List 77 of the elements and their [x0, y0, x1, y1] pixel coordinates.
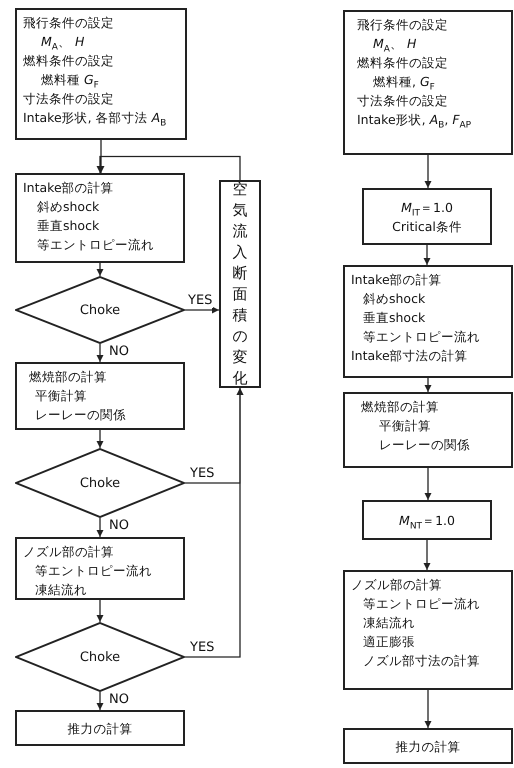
step-text: ノズル部の計算 — [351, 576, 443, 594]
process-box — [15, 8, 187, 140]
step-text: 推力の計算 — [66, 720, 134, 738]
process-box — [15, 537, 185, 600]
process-box — [15, 362, 185, 430]
step-text: 凍結流れ — [34, 581, 88, 599]
arrow — [424, 468, 432, 500]
step-text: 斜めshock — [362, 290, 426, 308]
arrow — [96, 600, 104, 622]
arrow — [96, 430, 104, 448]
step-text: M$_{NT}$＝1.0 — [398, 512, 456, 530]
arrow — [424, 690, 432, 728]
process-box — [343, 10, 513, 155]
step-text: 平衡計算 — [34, 387, 88, 405]
step-text: 寸法条件の設定 — [356, 92, 449, 110]
arrow — [96, 344, 104, 362]
arrow — [96, 263, 104, 276]
step-text: Intake部寸法の計算 — [351, 347, 469, 365]
arrow — [424, 540, 430, 570]
decision-diamond — [15, 276, 185, 344]
step-text: 推力の計算 — [394, 738, 462, 756]
arrow — [185, 306, 219, 314]
process-box — [15, 710, 185, 746]
step-text: 飛行条件の設定 — [356, 16, 449, 34]
process-box — [362, 188, 492, 245]
step-text: ノズル部寸法の計算 — [362, 652, 481, 670]
step-text: 適正膨張 — [362, 633, 416, 651]
step-text: ノズル部の計算 — [23, 543, 115, 561]
step-text: 燃焼部の計算 — [360, 398, 440, 416]
decision-text: Choke — [80, 476, 120, 490]
step-text: 燃料条件の設定 — [23, 52, 115, 70]
arrow — [185, 388, 244, 658]
step-text: Intake形状, 各部寸法 A$_{B}$ — [23, 109, 168, 127]
step-text: 燃料種 G$_{F}$ — [40, 71, 100, 89]
step-text: 寸法条件の設定 — [23, 90, 115, 108]
step-text: M$_{IT}$＝1.0 — [400, 198, 454, 216]
step-text: 等エントロピー流れ — [36, 236, 155, 254]
step-text: 等エントロピー流れ — [362, 595, 481, 613]
arrow — [424, 378, 432, 392]
step-text: 燃料条件の設定 — [356, 54, 449, 72]
process-box — [343, 392, 513, 468]
arrow — [424, 155, 432, 188]
process-box — [219, 180, 261, 388]
decision-text: Choke — [80, 302, 120, 318]
decision-diamond — [15, 622, 185, 692]
step-text: Intake形状, A$_{B}$, F$_{AP}$ — [356, 111, 472, 129]
process-box — [343, 570, 513, 690]
step-text: M$_{A}$、 H — [40, 33, 86, 51]
process-box — [362, 500, 492, 540]
process-box — [15, 173, 185, 263]
step-text: 燃焼部の計算 — [28, 368, 108, 386]
step-text: 平衡計算 — [378, 417, 432, 435]
step-text: 等エントロピー流れ — [362, 328, 481, 346]
step-text: 斜めshock — [36, 198, 100, 216]
arrow — [96, 518, 104, 537]
arrow — [424, 245, 430, 265]
step-text: 凍結流れ — [362, 614, 416, 632]
arrow — [96, 156, 241, 180]
decision-text: Choke — [80, 650, 120, 664]
edge-label: YES — [187, 294, 214, 308]
process-box — [343, 728, 513, 764]
process-box — [343, 265, 513, 378]
step-text: 燃料種, G$_{F}$ — [372, 73, 436, 91]
arrow — [98, 140, 104, 173]
step-text: 等エントロピー流れ — [34, 562, 153, 580]
decision-diamond — [15, 448, 185, 518]
step-text: 飛行条件の設定 — [23, 14, 115, 32]
step-text: 垂直shock — [362, 309, 426, 327]
arrow — [96, 692, 104, 710]
step-text: 垂直shock — [36, 217, 100, 235]
step-text: Intake部の計算 — [23, 179, 115, 197]
step-text: Critical条件 — [391, 218, 463, 236]
step-text: M$_{A}$、 H — [372, 35, 418, 53]
step-text: レーレーの関係 — [34, 406, 127, 424]
step-text: レーレーの関係 — [378, 436, 471, 454]
step-text: Intake部の計算 — [351, 271, 443, 289]
step-text: 空気流入断面積の変化 — [232, 179, 248, 389]
